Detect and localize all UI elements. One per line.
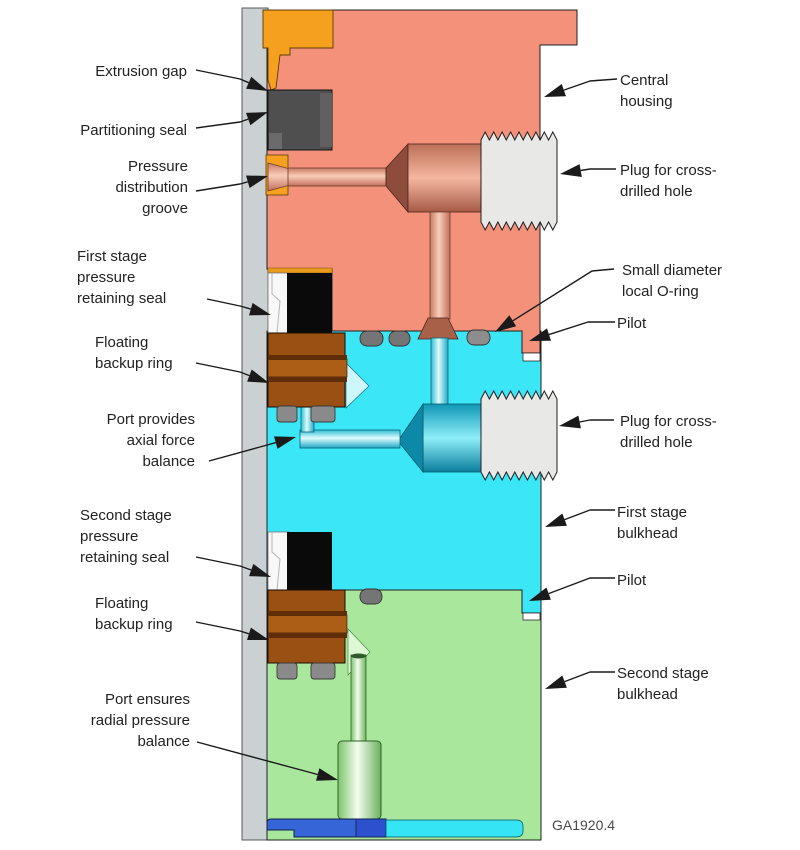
ring2-oring-left	[276, 662, 298, 680]
seal2-profile-line	[271, 532, 281, 591]
ring1-groove-b	[268, 377, 347, 382]
label-port-axial-force-balance: Port provides axial force balance	[106, 411, 195, 470]
bulkhead1-countersink	[345, 362, 370, 409]
plug-cross-drilled-1	[480, 130, 558, 232]
second-stage-seal-white	[267, 531, 290, 591]
seal1-profile-line	[271, 273, 281, 334]
label-pressure-distribution-groove: Pressure distribution groove	[115, 158, 188, 217]
partitioning-seal-shade	[320, 93, 332, 147]
second-stage-seal-black	[287, 532, 332, 590]
cross-drilled-bore	[407, 143, 483, 213]
bulkhead1-bore	[422, 403, 483, 473]
pilot-gap-1	[522, 352, 541, 362]
label-extrusion-gap: Extrusion gap	[95, 63, 187, 80]
ring2-groove-a	[268, 611, 347, 616]
leader-arrows	[195, 69, 618, 781]
passage-funnel	[417, 317, 459, 340]
ring1-oring-left	[276, 405, 298, 423]
port-tube-cap	[351, 653, 366, 659]
label-second-stage-bulkhead: Second stage bulkhead	[617, 665, 709, 703]
partitioning-seal-step	[269, 133, 282, 149]
local-o-ring-3	[359, 588, 383, 605]
plug-cross-drilled-2	[480, 389, 558, 482]
local-o-ring-1	[359, 330, 384, 347]
seal1-gold-strip	[267, 267, 333, 274]
bottom-blue-ring-segment	[355, 818, 387, 838]
label-plug-cross-drilled-hole-2: Plug for cross- drilled hole	[620, 413, 717, 451]
bulkhead1-bore-cone	[397, 402, 424, 474]
pilot-gap-2	[522, 612, 541, 621]
label-partitioning-seal: Partitioning seal	[80, 122, 187, 139]
shaft-wall	[241, 7, 269, 841]
figure-number: GA1920.4	[552, 817, 616, 833]
first-stage-seal-black	[287, 273, 332, 333]
label-floating-backup-ring-1: Floating backup ring	[95, 334, 173, 372]
small-diameter-local-o-ring-part	[466, 329, 491, 346]
label-plug-cross-drilled-hole-1: Plug for cross- drilled hole	[620, 162, 717, 200]
first-stage-seal-white	[267, 272, 290, 334]
label-central-housing: Central housing	[620, 72, 673, 110]
label-small-diameter-local-o-ring: Small diameter local O-ring	[622, 262, 723, 300]
radial-balance-port-cylinder	[337, 740, 382, 820]
label-first-stage-pressure-retaining-seal: First stage pressure retaining seal	[77, 248, 167, 307]
horizontal-passage	[287, 167, 387, 187]
radial-balance-port-tube	[350, 654, 367, 742]
ring1-mid-band	[267, 358, 348, 378]
ring2-mid-band	[267, 614, 348, 634]
ring2-groove-b	[268, 633, 347, 638]
label-pilot-1: Pilot	[617, 315, 647, 332]
ring2-oring-right	[310, 662, 336, 680]
bulkhead1-vertical-passage	[430, 337, 449, 406]
vertical-passage	[429, 211, 451, 320]
extrusion-gap-retainer	[262, 9, 334, 91]
label-floating-backup-ring-2: Floating backup ring	[95, 595, 173, 633]
ring1-groove-a	[268, 355, 347, 360]
ring1-oring-right	[310, 405, 336, 423]
axial-balance-port-horizontal	[299, 429, 401, 449]
local-o-ring-2	[388, 330, 411, 347]
label-port-radial-pressure-balance: Port ensures radial pressure balance	[90, 691, 190, 750]
label-pilot-2: Pilot	[617, 572, 647, 589]
label-first-stage-bulkhead: First stage bulkhead	[617, 504, 688, 542]
label-second-stage-pressure-retaining-seal: Second stage pressure retaining seal	[80, 507, 172, 566]
bottom-cyan-ring	[385, 819, 524, 838]
